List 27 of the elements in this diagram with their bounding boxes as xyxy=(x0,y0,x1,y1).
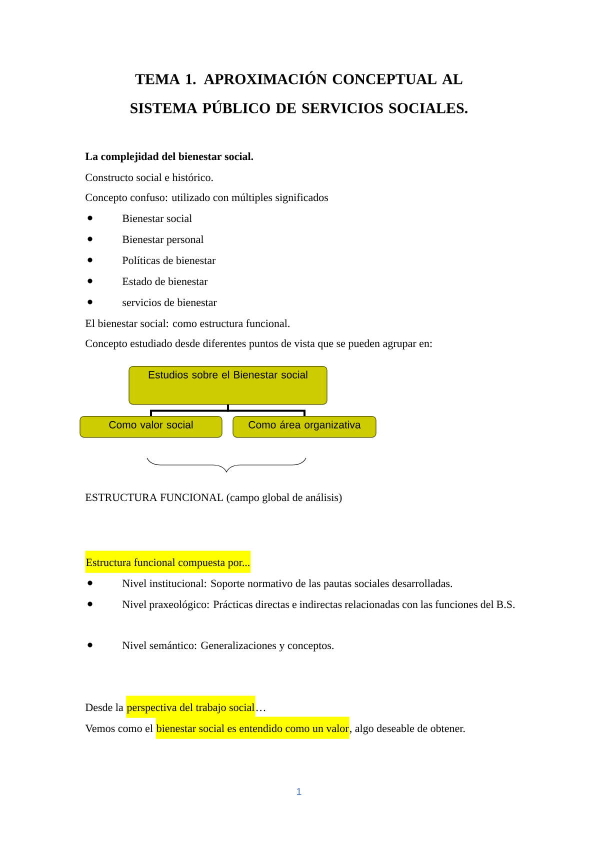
text: Nivel institucional: Soporte normativo de las pautas sociales desarrolladas. xyxy=(122,579,452,590)
text: Políticas de bienestar xyxy=(122,256,216,264)
title: TEMA 1. APROXIMACIÓN CONCEPTUAL AL SISTEMA PÚBLICO DE SERVICIOS SOCIALES. xyxy=(130,71,468,114)
heading-box: Estudios sobre el Bienestar social xyxy=(128,366,328,405)
text: Bienestar personal xyxy=(122,235,204,246)
highlighted-text: bienestar social es entendido como un valor xyxy=(156,716,350,739)
text: Vemos como el xyxy=(85,724,153,732)
text: Nivel semántico: Generalizaciones y conceptos. xyxy=(122,641,334,652)
text: … xyxy=(256,710,266,712)
text: Constructo social e histórico. xyxy=(86,173,213,182)
highlighted-text: perspectiva del trabajo social xyxy=(126,696,256,718)
text: Estado de bienestar xyxy=(122,277,208,286)
text: Bienestar social xyxy=(122,214,192,222)
highlighted-text: Estructura funcional compuesta por... xyxy=(85,550,251,573)
text: Concepto confuso: utilizado con múltiples significados xyxy=(86,193,328,204)
text: Concepto estudiado desde diferentes puntos de vista que se pueden agrupar en: xyxy=(86,339,432,350)
text: Desde la xyxy=(86,703,124,712)
text: El bienestar social: como estructura funcional. xyxy=(86,319,290,328)
page-number: 1 xyxy=(296,788,302,795)
text: servicios de bienestar xyxy=(122,298,217,306)
connector xyxy=(227,404,306,416)
category-box: Como valor social xyxy=(80,416,222,438)
category-box: Como área organizativa xyxy=(232,416,376,438)
text: ESTRUCTURA FUNCIONAL (campo global de análisis) xyxy=(86,493,342,504)
text: Nivel praxeológico: Prácticas directas e indirectas relacionadas con las funciones del B.S. xyxy=(122,600,515,610)
text: La complejidad del bienestar social. xyxy=(85,152,254,162)
text: , algo deseable de obtener. xyxy=(350,724,465,734)
